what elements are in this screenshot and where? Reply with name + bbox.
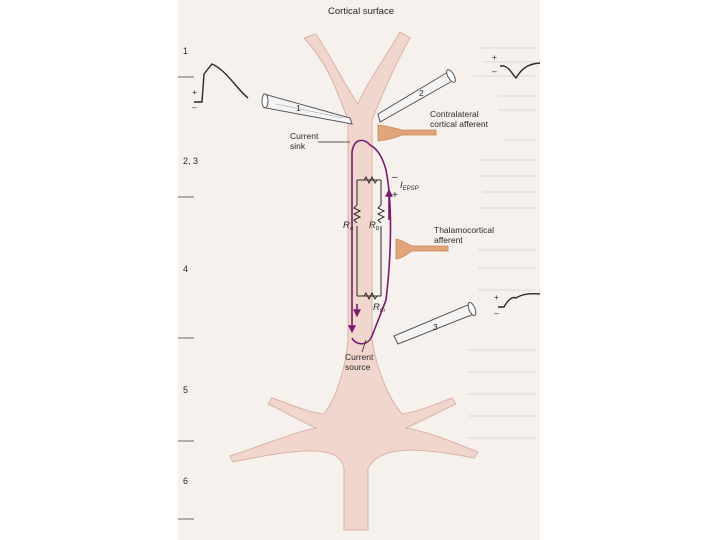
thalamocortical-label-line2: afferent xyxy=(434,235,463,245)
recording-trace-2 xyxy=(500,62,540,80)
contralateral-label-line2: cortical afferent xyxy=(430,119,489,129)
layer-label-2-3: 2, 3 xyxy=(183,156,198,166)
cortical-surface-label: Cortical surface xyxy=(328,6,394,17)
recording-trace-3 xyxy=(498,292,540,308)
page-text-lines xyxy=(468,47,536,439)
layer-boundaries xyxy=(178,76,194,520)
trace-3-plus: + xyxy=(494,292,499,302)
current-loop xyxy=(348,139,371,334)
pyramidal-neuron-diagram: 1 2, 3 4 5 6 Cortical surface + – 1 + – … xyxy=(178,6,540,531)
electrode-1 xyxy=(261,93,353,125)
trace-1-plus: + xyxy=(192,87,197,97)
textbook-page: 1 2, 3 4 5 6 Cortical surface + – 1 + – … xyxy=(178,0,540,540)
thalamocortical-afferent xyxy=(395,238,449,260)
trace-2-plus: + xyxy=(492,52,497,62)
electrode-3-label: 3 xyxy=(433,322,438,332)
electrode-3 xyxy=(393,301,477,345)
resistor-rb-label: Rb xyxy=(369,220,380,232)
pyramidal-neuron xyxy=(229,31,479,531)
trace-1-minus: – xyxy=(192,102,197,112)
electrode-2 xyxy=(377,69,456,123)
thalamocortical-label-line1: Thalamocortical xyxy=(434,225,494,235)
epsp-minus: – xyxy=(392,172,398,183)
current-sink-label-line1: Current xyxy=(290,131,319,141)
layer-label-5: 5 xyxy=(183,385,188,395)
contralateral-label-line1: Contralateral xyxy=(430,109,479,119)
epsp-plus: + xyxy=(392,190,398,201)
resistor-rm-label: Rm xyxy=(373,302,385,314)
current-source-label-line1: Current xyxy=(345,352,374,362)
resistor-ra-label: Ra xyxy=(343,220,354,232)
recording-trace-1 xyxy=(194,63,249,103)
current-source-leader xyxy=(361,339,367,353)
layer-label-6: 6 xyxy=(183,476,188,486)
current-source-label-line2: source xyxy=(345,362,371,372)
electrode-1-label: 1 xyxy=(296,103,301,113)
layer-label-1: 1 xyxy=(183,46,188,56)
electrode-2-label: 2 xyxy=(419,88,424,98)
trace-2-minus: – xyxy=(492,66,497,76)
resistor-network xyxy=(352,175,386,301)
i-epsp-label: IEPSP xyxy=(400,180,419,192)
current-loop-return xyxy=(351,144,392,345)
current-sink-label-line2: sink xyxy=(290,141,306,151)
trace-3-minus: – xyxy=(494,308,499,318)
layer-label-4: 4 xyxy=(183,264,188,274)
contralateral-afferent xyxy=(377,124,437,142)
